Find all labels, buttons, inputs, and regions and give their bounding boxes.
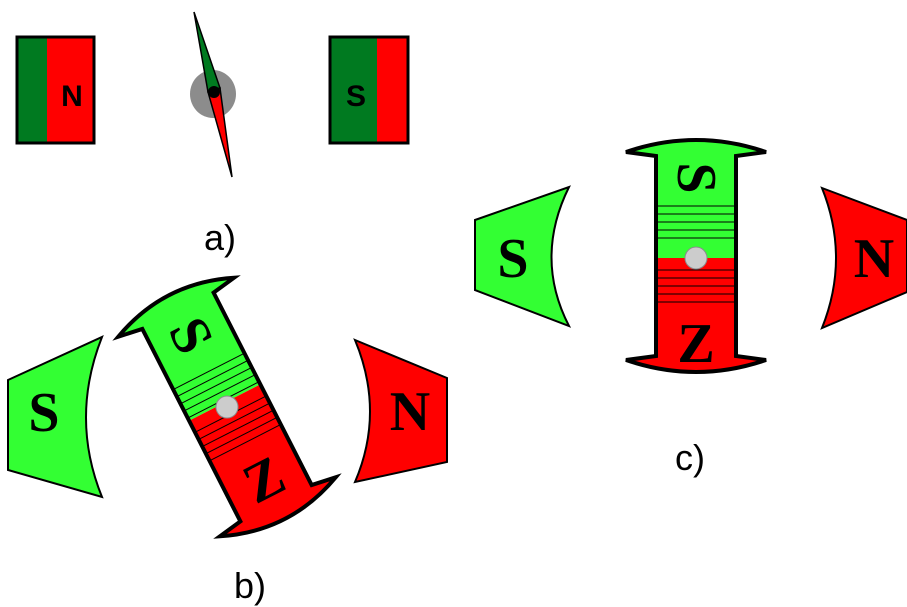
magnet-red-half — [47, 37, 94, 143]
panel-a: N S a) — [15, 11, 410, 258]
pole-shape — [820, 186, 907, 330]
left-pole-label: S — [497, 228, 528, 290]
rotor-windings — [656, 205, 736, 303]
magnet-green-half — [17, 37, 47, 143]
left-pole-label: S — [28, 382, 59, 444]
left-bar-magnet: N — [15, 35, 96, 145]
stator-pole-left: S — [7, 335, 104, 499]
right-bar-magnet: S — [328, 35, 410, 145]
pole-shape — [474, 185, 572, 328]
rotor-bottom-label: Z — [677, 313, 714, 375]
rotor-south-half — [118, 277, 261, 421]
right-pole-label: N — [390, 381, 430, 443]
rotor-vertical: S Z — [625, 138, 767, 375]
compass — [190, 11, 236, 178]
right-magnet-label: S — [346, 80, 366, 113]
rotor-windings — [172, 352, 282, 462]
panel-c: S N S Z — [474, 138, 907, 478]
stator-pole-right: N — [820, 186, 907, 330]
stator-pole-right: N — [353, 338, 448, 484]
rotor-tilted: S Z — [112, 275, 342, 539]
magnet-red-half — [377, 37, 408, 143]
pole-shape — [353, 338, 448, 484]
magnet-green-half — [330, 37, 377, 143]
pole-shape — [7, 335, 104, 499]
caption-a: a) — [204, 217, 236, 258]
panel-b: S N S Z — [7, 275, 448, 606]
stator-pole-left: S — [474, 185, 572, 328]
compass-center-dot — [208, 86, 220, 98]
magnet-outline — [328, 35, 410, 145]
rotor-axle — [684, 246, 708, 270]
left-magnet-label: N — [61, 80, 83, 113]
rotor-axle — [215, 395, 239, 419]
rotor-outline — [625, 138, 767, 374]
rotor-north-half — [189, 384, 336, 537]
caption-b: b) — [234, 565, 266, 606]
right-pole-label: N — [854, 228, 894, 290]
rotor-outline — [112, 275, 342, 539]
caption-c: c) — [675, 437, 705, 478]
rotor-top-label: S — [665, 162, 727, 193]
magnet-outline — [15, 35, 96, 145]
rotor-south-half — [626, 140, 766, 258]
